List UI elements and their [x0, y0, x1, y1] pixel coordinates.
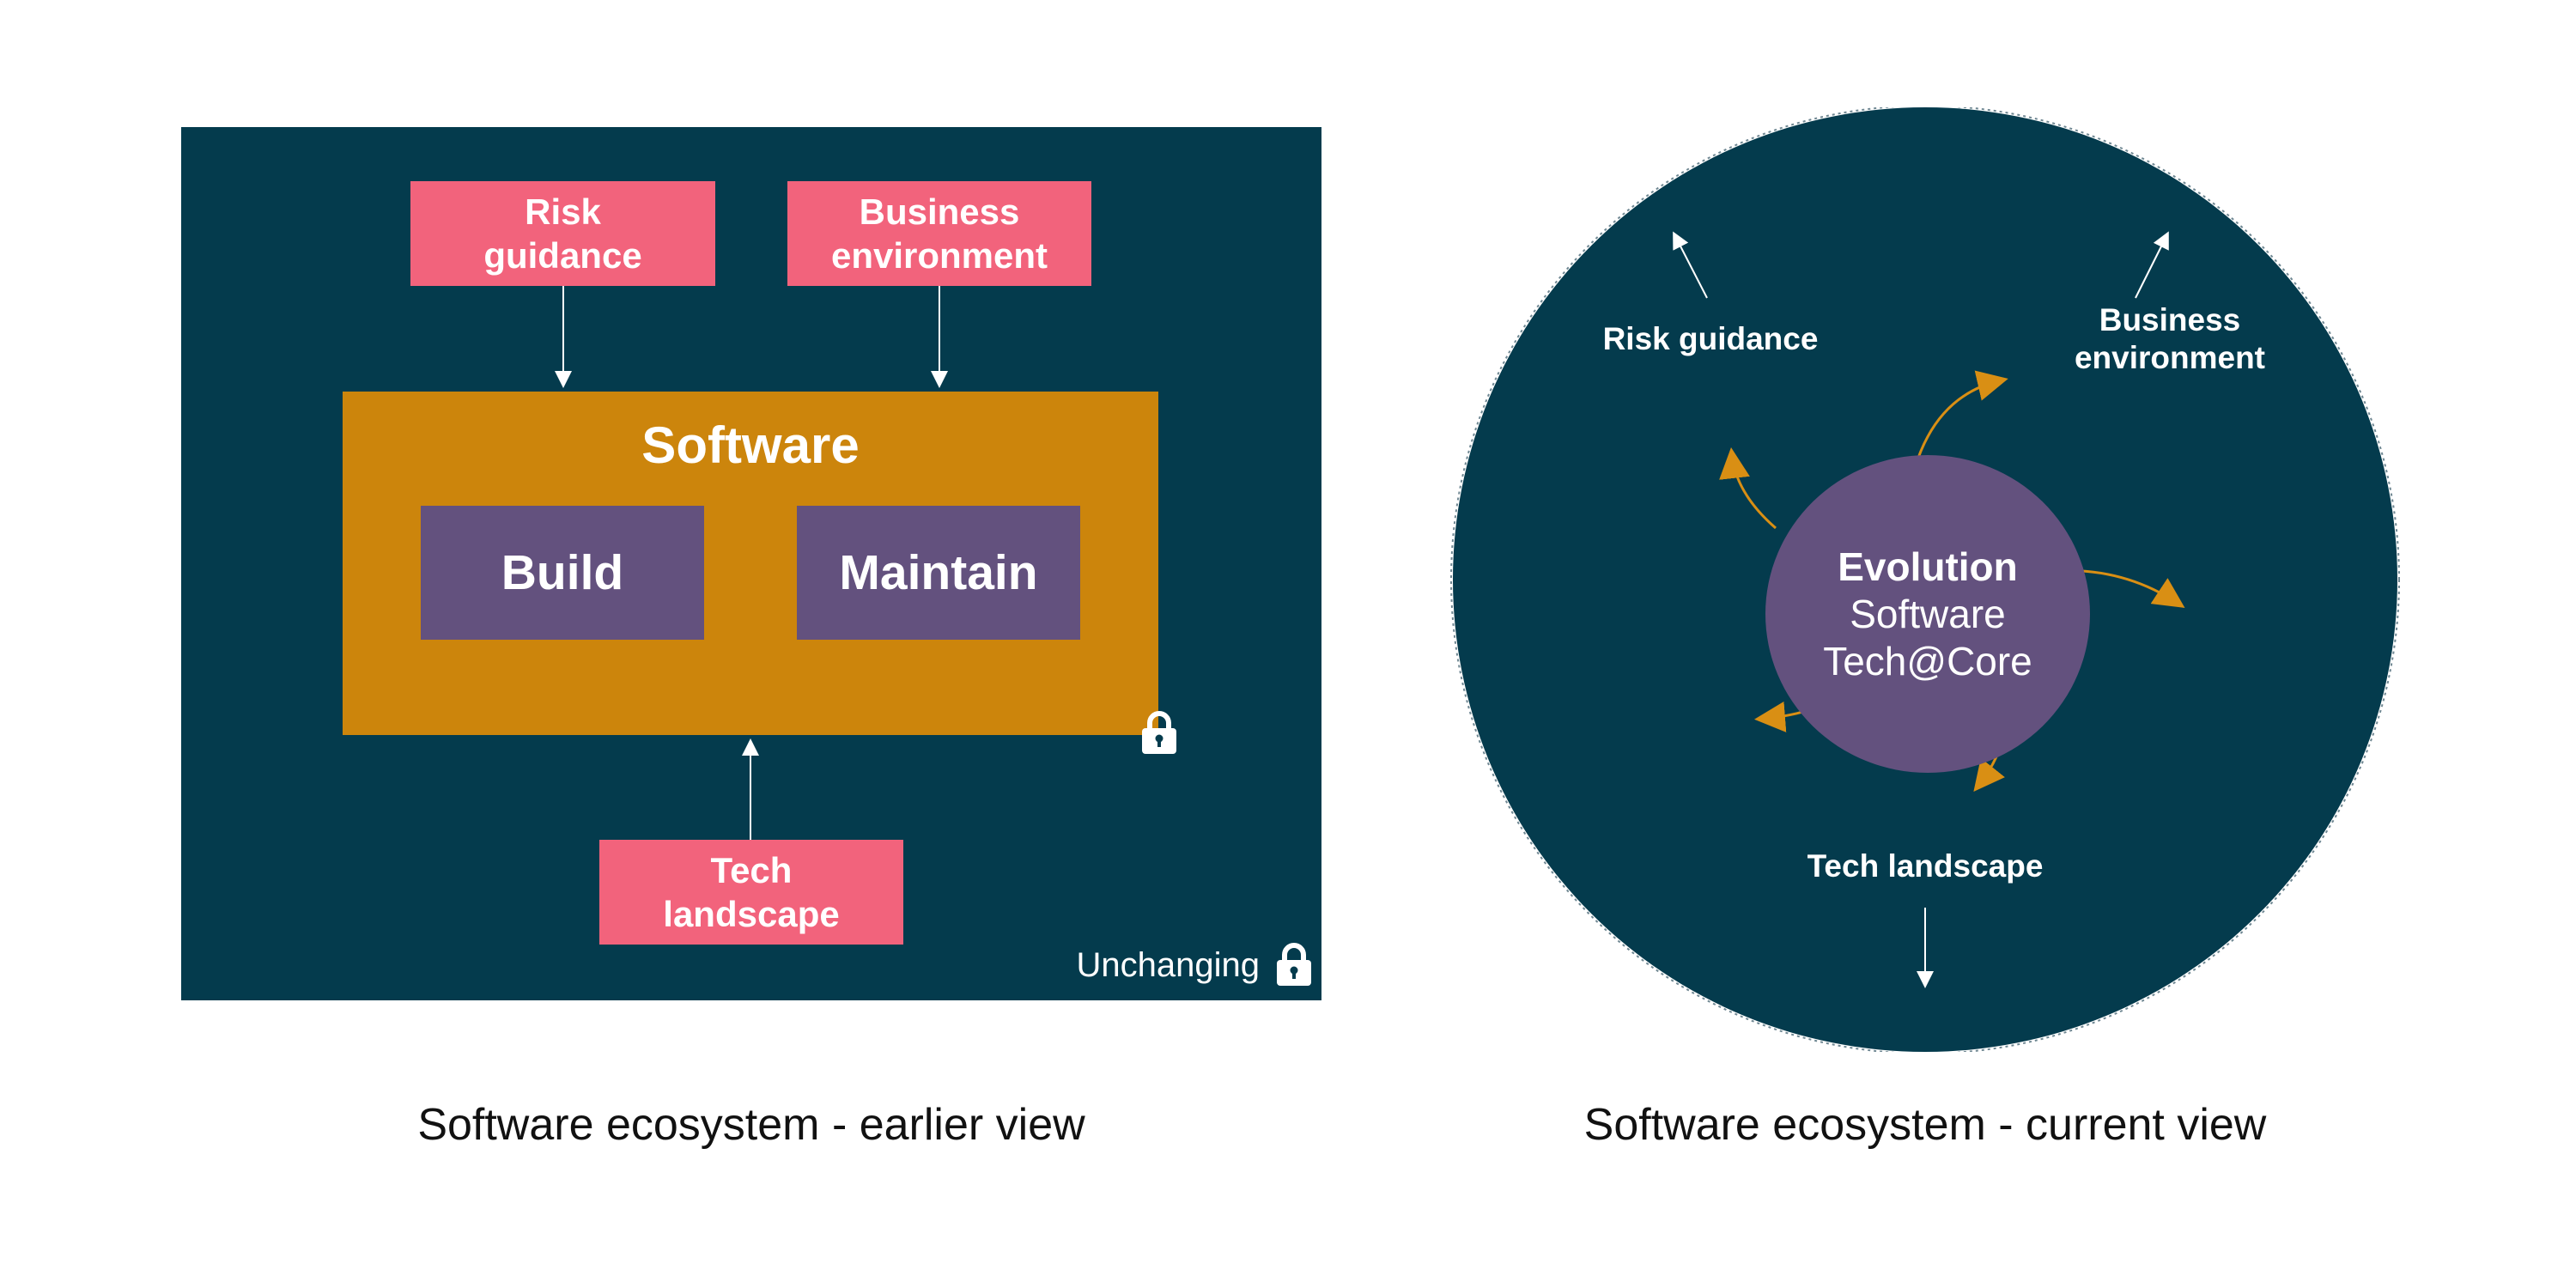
business-environment-box: Business environment [787, 181, 1091, 286]
earlier-view-arrows [555, 286, 948, 841]
tech-landscape-label: Tech landscape [663, 850, 840, 934]
lock-icon [1142, 711, 1176, 754]
core-line-software: Software [1850, 591, 2006, 636]
lock-icon [1277, 943, 1311, 986]
business-environment-label: Business environment [2074, 302, 2266, 375]
software-title: Software [641, 416, 860, 474]
earlier-view-caption: Software ecosystem - earlier view [417, 1100, 1085, 1150]
evolution-core: Evolution Software Tech@Core [1765, 455, 2090, 773]
current-view-panel: Risk guidance Business environment Tech … [1444, 107, 2406, 1052]
maintain-box: Maintain [797, 506, 1080, 640]
current-view-caption: Software ecosystem - current view [1583, 1100, 2267, 1150]
tech-landscape-box: Tech landscape [599, 840, 903, 945]
unchanging-label: Unchanging [1076, 946, 1261, 984]
earlier-view-panel: Risk guidance Business environment Softw… [181, 127, 1321, 1000]
core-title: Evolution [1838, 544, 2018, 589]
build-box: Build [421, 506, 704, 640]
core-line-techcore: Tech@Core [1823, 638, 2032, 683]
build-label: Build [501, 545, 624, 600]
risk-guidance-label: Risk guidance [1602, 321, 1819, 356]
risk-guidance-label: Risk guidance [483, 191, 642, 276]
swirl-arrow-1 [1913, 370, 2008, 469]
business-environment-label: Business environment [830, 191, 1048, 276]
risk-outward-arrow [1673, 231, 1708, 299]
swirl-arrow-5 [1719, 447, 1777, 530]
maintain-label: Maintain [839, 545, 1038, 600]
risk-guidance-box: Risk guidance [410, 181, 715, 286]
outer-dashed-ring [1450, 107, 2400, 1052]
software-box: Software Build Maintain [343, 392, 1158, 735]
tech-landscape-label: Tech landscape [1807, 848, 2044, 884]
business-outward-arrow [2135, 231, 2169, 299]
